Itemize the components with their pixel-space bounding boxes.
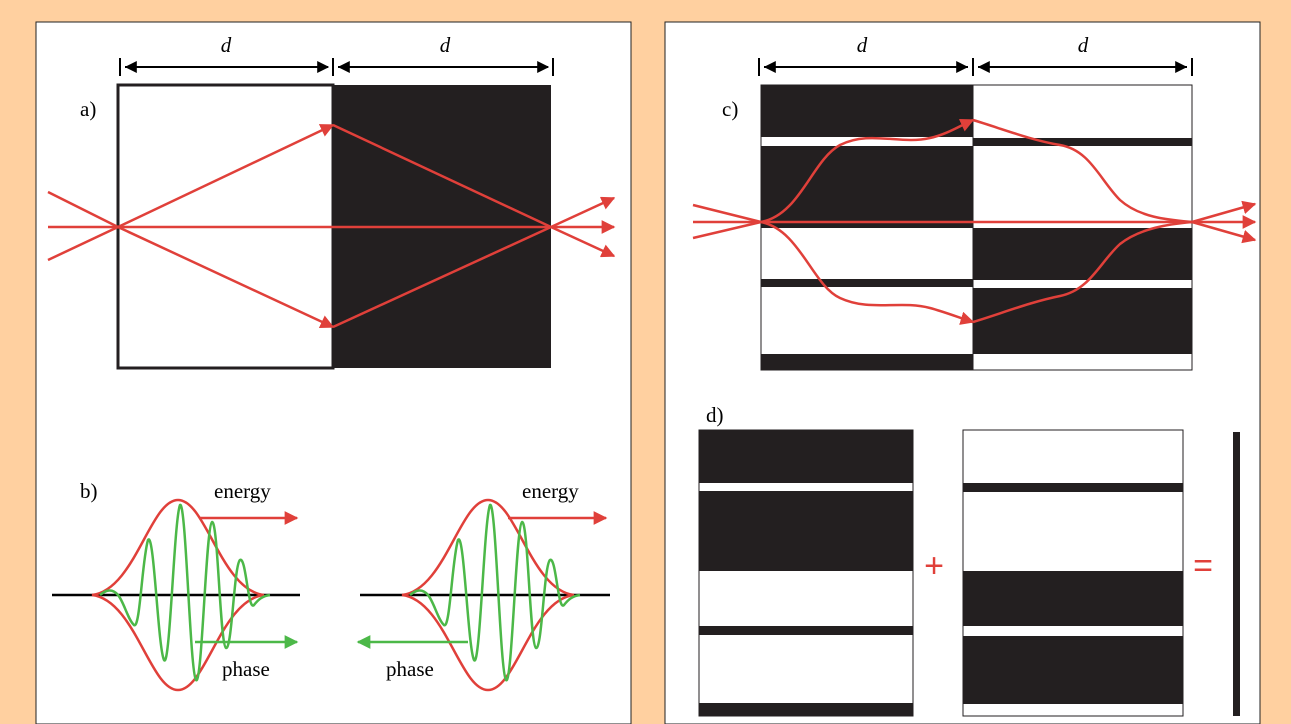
panel-c: d d c) [692, 33, 1257, 371]
panel-b-label: b) [80, 479, 98, 503]
stack-right [962, 429, 1184, 717]
envelope [401, 498, 575, 692]
panel-d: d) + = [698, 403, 1240, 717]
equals-sign: = [1193, 547, 1213, 585]
energy-label: energy [214, 479, 271, 503]
dimension-arrows-c [758, 58, 1193, 76]
distance-label: d [857, 33, 868, 57]
energy-label: energy [522, 479, 579, 503]
wave-packet-backward: energy phase [356, 479, 610, 692]
ray-paths-c [692, 118, 1257, 325]
carrier-wave [99, 503, 271, 682]
stack-left [698, 429, 914, 717]
distance-label: d [221, 33, 232, 57]
panel-a-label: a) [80, 97, 96, 121]
wave-packet-forward: energy phase [52, 479, 300, 692]
panel-a: d d a) [47, 33, 616, 370]
panel-d-label: d) [706, 403, 724, 427]
phase-label: phase [222, 657, 270, 681]
photonic-slab-left [760, 84, 974, 371]
plus-sign: + [924, 547, 944, 585]
distance-label: d [1078, 33, 1089, 57]
carrier-wave [409, 503, 581, 682]
distance-label: d [440, 33, 451, 57]
dimension-arrows-a [119, 58, 554, 76]
result-thin-line [1233, 432, 1240, 716]
phase-label: phase [386, 657, 434, 681]
panel-c-label: c) [722, 97, 738, 121]
ray-paths-a [47, 123, 616, 329]
envelope [91, 498, 265, 692]
panel-b: b) energy phase energy phase [52, 479, 610, 692]
